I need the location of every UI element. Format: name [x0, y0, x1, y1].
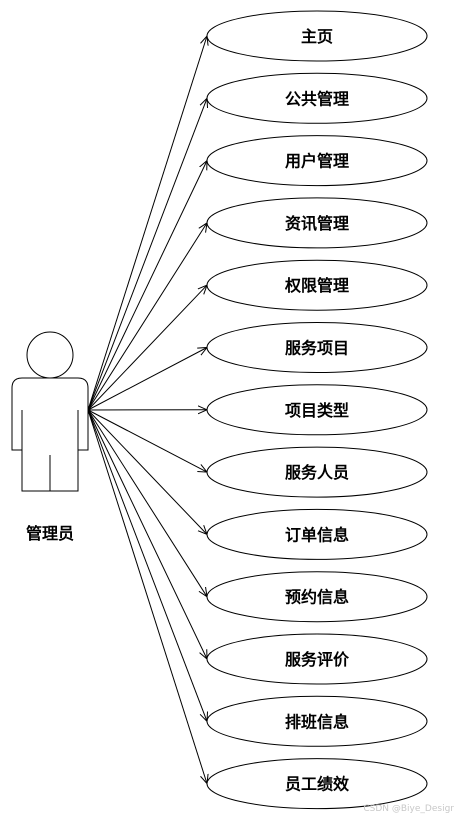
use-case-ellipse[interactable]: [206, 758, 428, 810]
use-case-ellipse[interactable]: [206, 259, 428, 311]
use-case-label: 员工绩效: [285, 775, 349, 794]
use-case-7[interactable]: 项目类型: [206, 384, 428, 436]
use-case-ellipse[interactable]: [206, 384, 428, 436]
use-case-10[interactable]: 预约信息: [206, 571, 428, 623]
association-arrow: [87, 409, 207, 472]
use-case-label: 资讯管理: [285, 214, 349, 233]
use-case-ellipse[interactable]: [206, 508, 428, 560]
use-case-4[interactable]: 资讯管理: [206, 197, 428, 249]
actor-figure: [11, 331, 89, 492]
use-case-6[interactable]: 服务项目: [206, 322, 428, 373]
use-case-label: 订单信息: [285, 525, 349, 544]
use-case-label: 服务项目: [285, 339, 349, 358]
association-arrow: [87, 348, 207, 411]
use-case-2[interactable]: 公共管理: [206, 72, 428, 124]
watermark: CSDN @Biye_Desigr: [363, 804, 454, 814]
use-case-label: 服务评价: [285, 650, 350, 669]
association-arrow: [87, 285, 207, 411]
use-case-8[interactable]: 服务人员: [206, 446, 428, 498]
use-case-label: 主页: [301, 27, 333, 46]
use-case-list: 主页公共管理用户管理资讯管理权限管理服务项目项目类型服务人员订单信息预约信息服务…: [206, 10, 428, 810]
association-arrow: [87, 161, 207, 411]
actor-head: [26, 331, 74, 379]
use-case-label: 项目类型: [285, 401, 349, 420]
association-arrow: [87, 409, 207, 534]
association-arrow: [87, 409, 207, 721]
association-arrows: [87, 36, 207, 784]
actor-label: 管理员: [26, 524, 74, 543]
use-case-3[interactable]: 用户管理: [206, 135, 428, 187]
use-case-label: 预约信息: [285, 588, 349, 607]
use-case-ellipse[interactable]: [206, 571, 428, 623]
association-arrow: [87, 409, 207, 784]
use-case-12[interactable]: 排班信息: [206, 695, 428, 747]
use-case-ellipse[interactable]: [206, 197, 428, 249]
use-case-11[interactable]: 服务评价: [206, 633, 428, 685]
association-arrow: [87, 409, 207, 597]
use-case-label: 公共管理: [285, 89, 349, 108]
use-case-ellipse[interactable]: [206, 135, 428, 187]
use-case-ellipse[interactable]: [206, 72, 428, 124]
use-case-13[interactable]: 员工绩效: [206, 758, 428, 810]
use-case-ellipse[interactable]: [206, 695, 428, 747]
association-arrow: [87, 223, 207, 411]
use-case-9[interactable]: 订单信息: [206, 508, 428, 560]
use-case-label: 服务人员: [285, 463, 349, 482]
use-case-ellipse[interactable]: [206, 633, 428, 685]
use-case-1[interactable]: 主页: [206, 10, 428, 62]
actor-body: [11, 377, 89, 492]
association-arrow: [87, 36, 207, 411]
use-case-label: 排班信息: [285, 712, 349, 731]
association-arrow: [87, 98, 207, 411]
association-arrow: [87, 409, 207, 659]
use-case-label: 用户管理: [285, 152, 349, 171]
use-case-ellipse[interactable]: [206, 322, 428, 373]
use-case-label: 权限管理: [284, 276, 349, 295]
use-case-5[interactable]: 权限管理: [206, 259, 428, 311]
use-case-ellipse[interactable]: [206, 10, 428, 62]
use-case-ellipse[interactable]: [206, 446, 428, 498]
